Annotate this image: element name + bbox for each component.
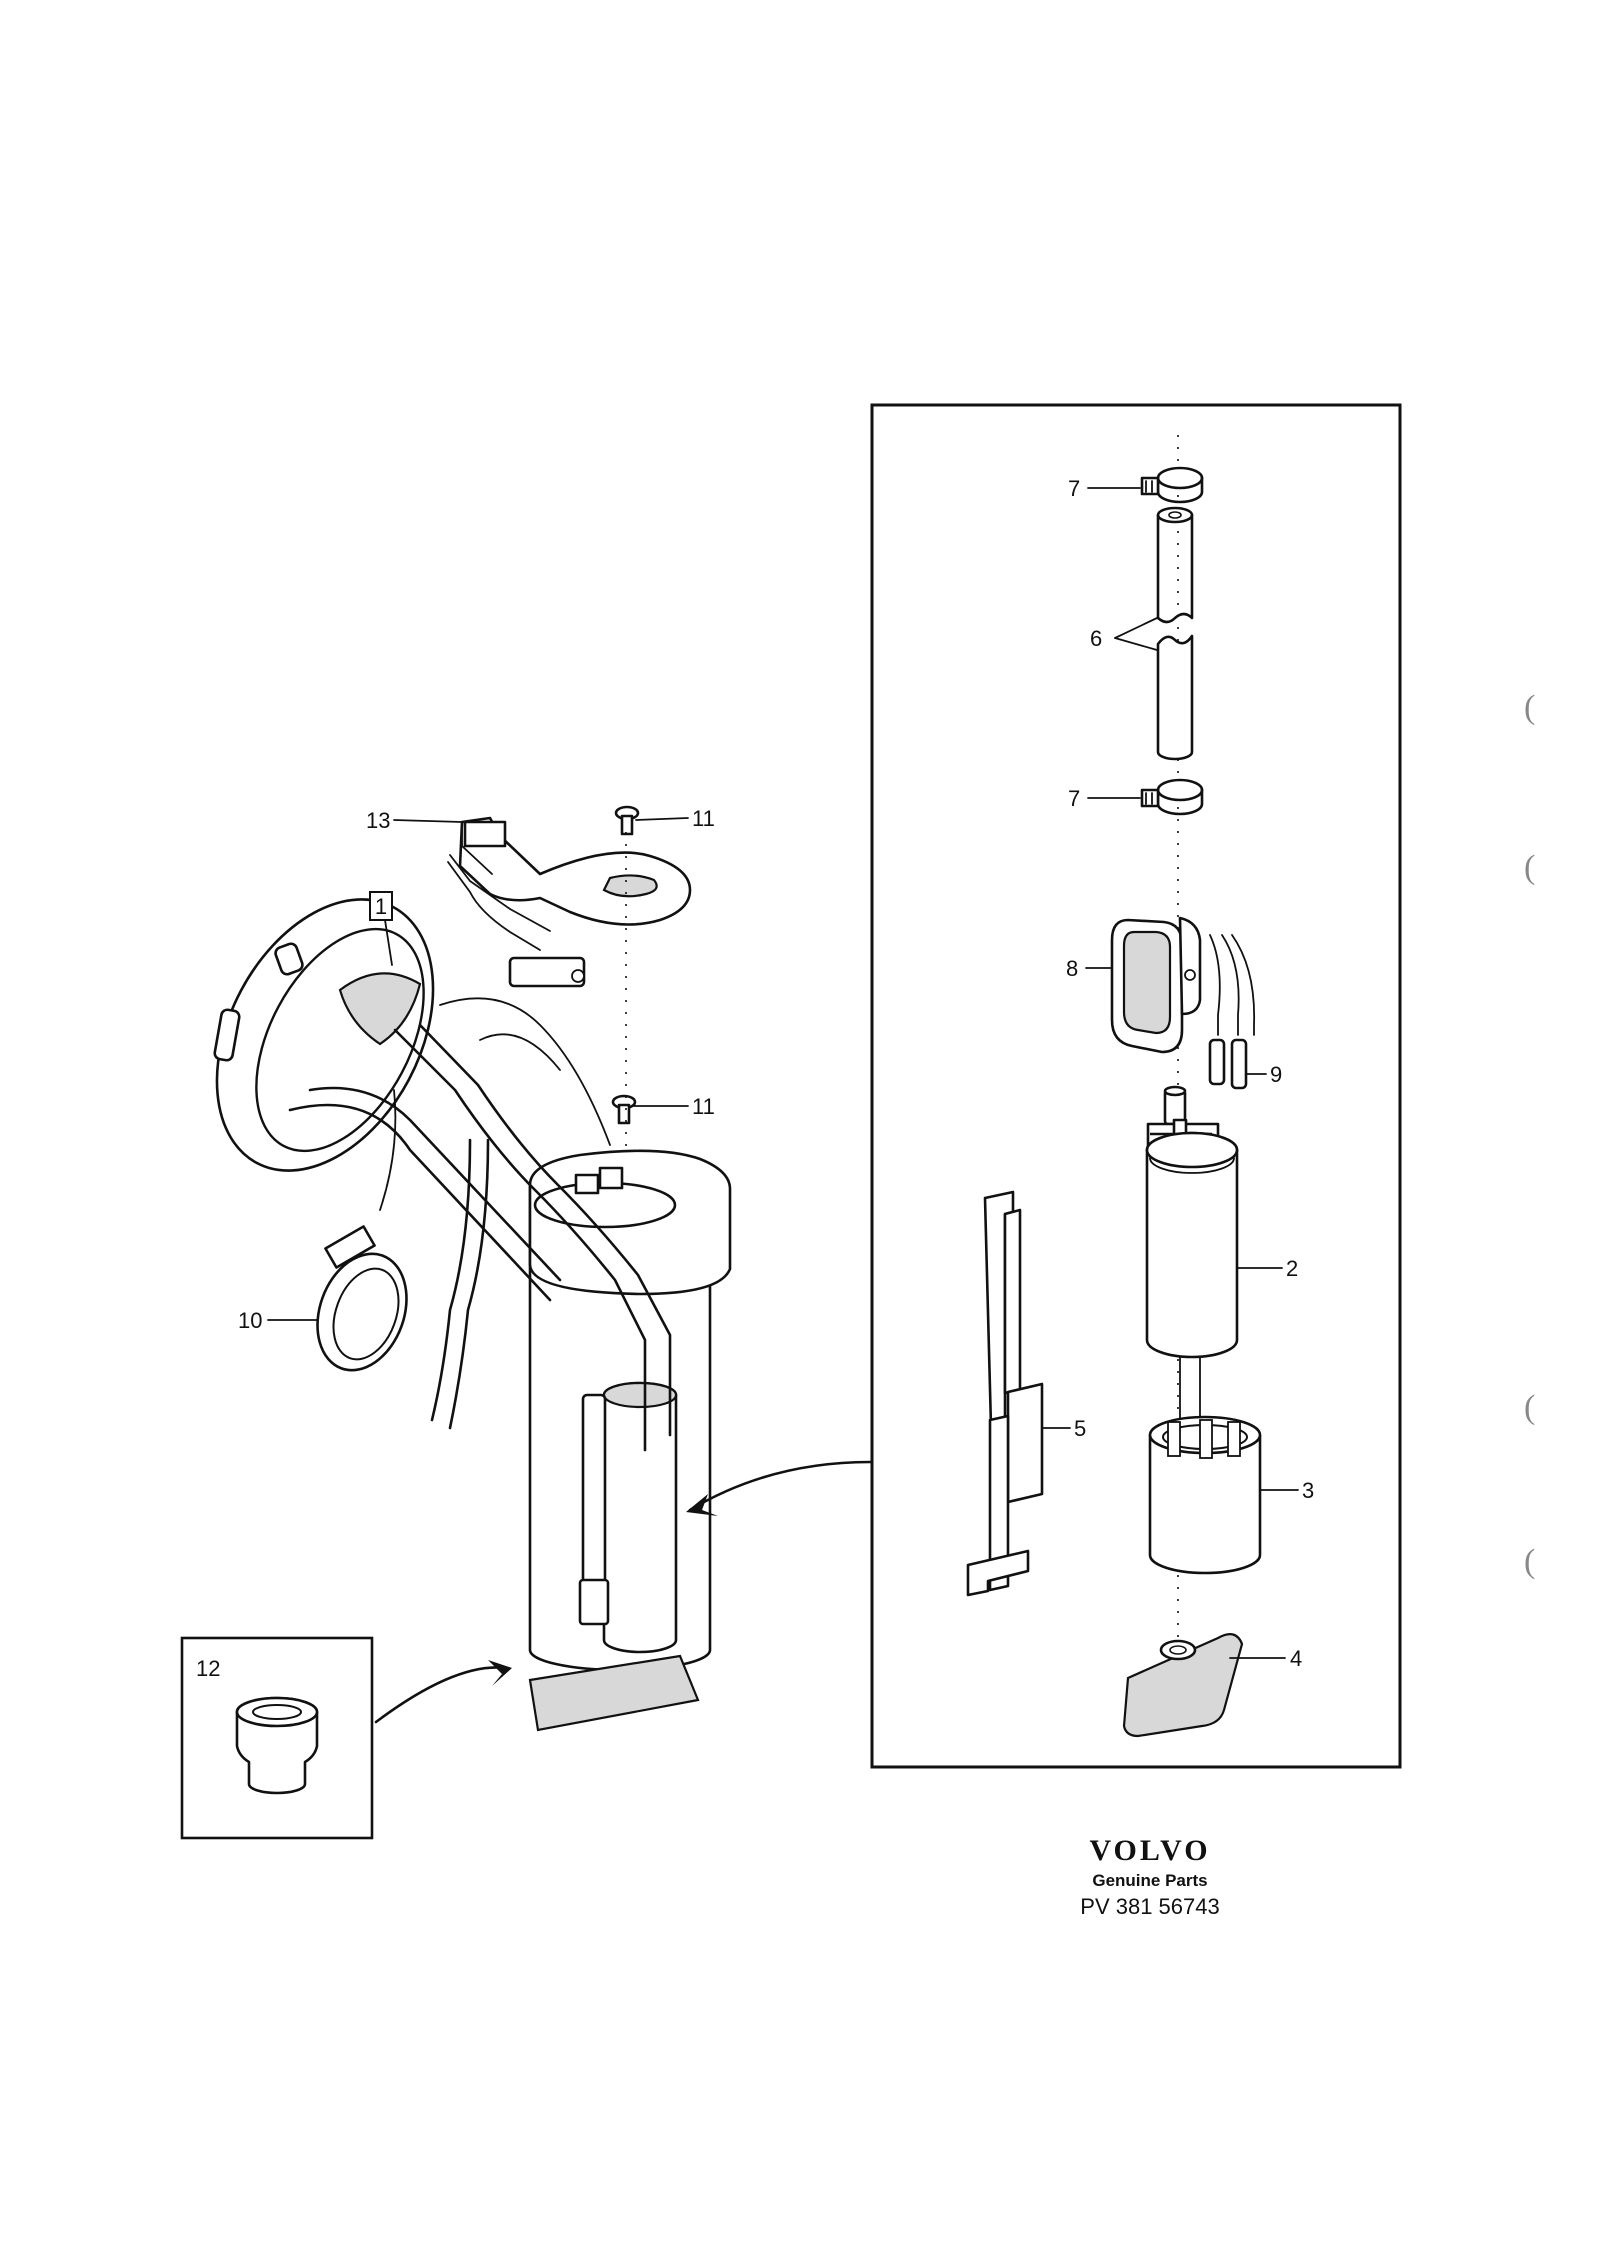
margin-mark-1: ( [1524,689,1535,726]
callout-8: 8 [1066,956,1078,981]
callout-11-middle: 11 [692,1094,715,1119]
callout-1: 1 [375,894,387,919]
part-code: PV 381 56743 [1080,1894,1219,1919]
fuel-hose-upper [1156,506,1194,624]
hose-clamp-bottom [1140,778,1204,816]
hose-clamp-large [316,1089,408,1372]
inlet-strainer [528,1654,700,1732]
leader-lines [267,487,1299,1659]
mounting-bracket [966,1190,1044,1597]
fuel-pipes [288,997,672,1452]
callout-10: 10 [238,1308,262,1333]
grommet [235,1696,319,1795]
callout-6: 6 [1090,626,1102,651]
callout-4: 4 [1290,1646,1302,1671]
strainer [1122,1633,1244,1738]
detail-arrow [686,1460,872,1516]
hose-clamp-top [1140,466,1204,504]
fuel-pump [1145,1085,1239,1359]
margin-mark-3: ( [1524,1389,1535,1426]
callout-13: 13 [366,808,390,833]
callout-9: 9 [1270,1062,1282,1087]
callout-1-box [369,891,393,921]
detail-panel-frame [870,403,1402,1769]
callout-7-bottom: 7 [1068,786,1080,811]
level-sender [447,816,692,988]
rubber-grommet [1110,916,1202,1054]
genuine-parts-text: Genuine Parts [1092,1871,1207,1890]
tank-flange [213,898,435,1172]
callout-2: 2 [1286,1256,1298,1281]
screw-middle [611,1094,637,1125]
callout-11-top: 11 [692,806,715,831]
inset-arrow [374,1660,512,1724]
pump-sleeve [1148,1356,1262,1575]
callout-12: 12 [196,1656,220,1681]
external-pump [578,1381,678,1654]
screw-top [614,805,640,836]
callout-7-top: 7 [1068,476,1080,501]
callout-5: 5 [1074,1416,1086,1441]
callout-3: 3 [1302,1478,1314,1503]
margin-mark-2: ( [1524,849,1535,886]
margin-mark-4: ( [1524,1543,1535,1580]
volvo-logo-text: VOLVO [1089,1834,1210,1867]
fuel-hose-lower [1156,634,1194,761]
electrical-wires [1208,934,1256,1090]
grommet-inset-frame [180,1636,374,1840]
